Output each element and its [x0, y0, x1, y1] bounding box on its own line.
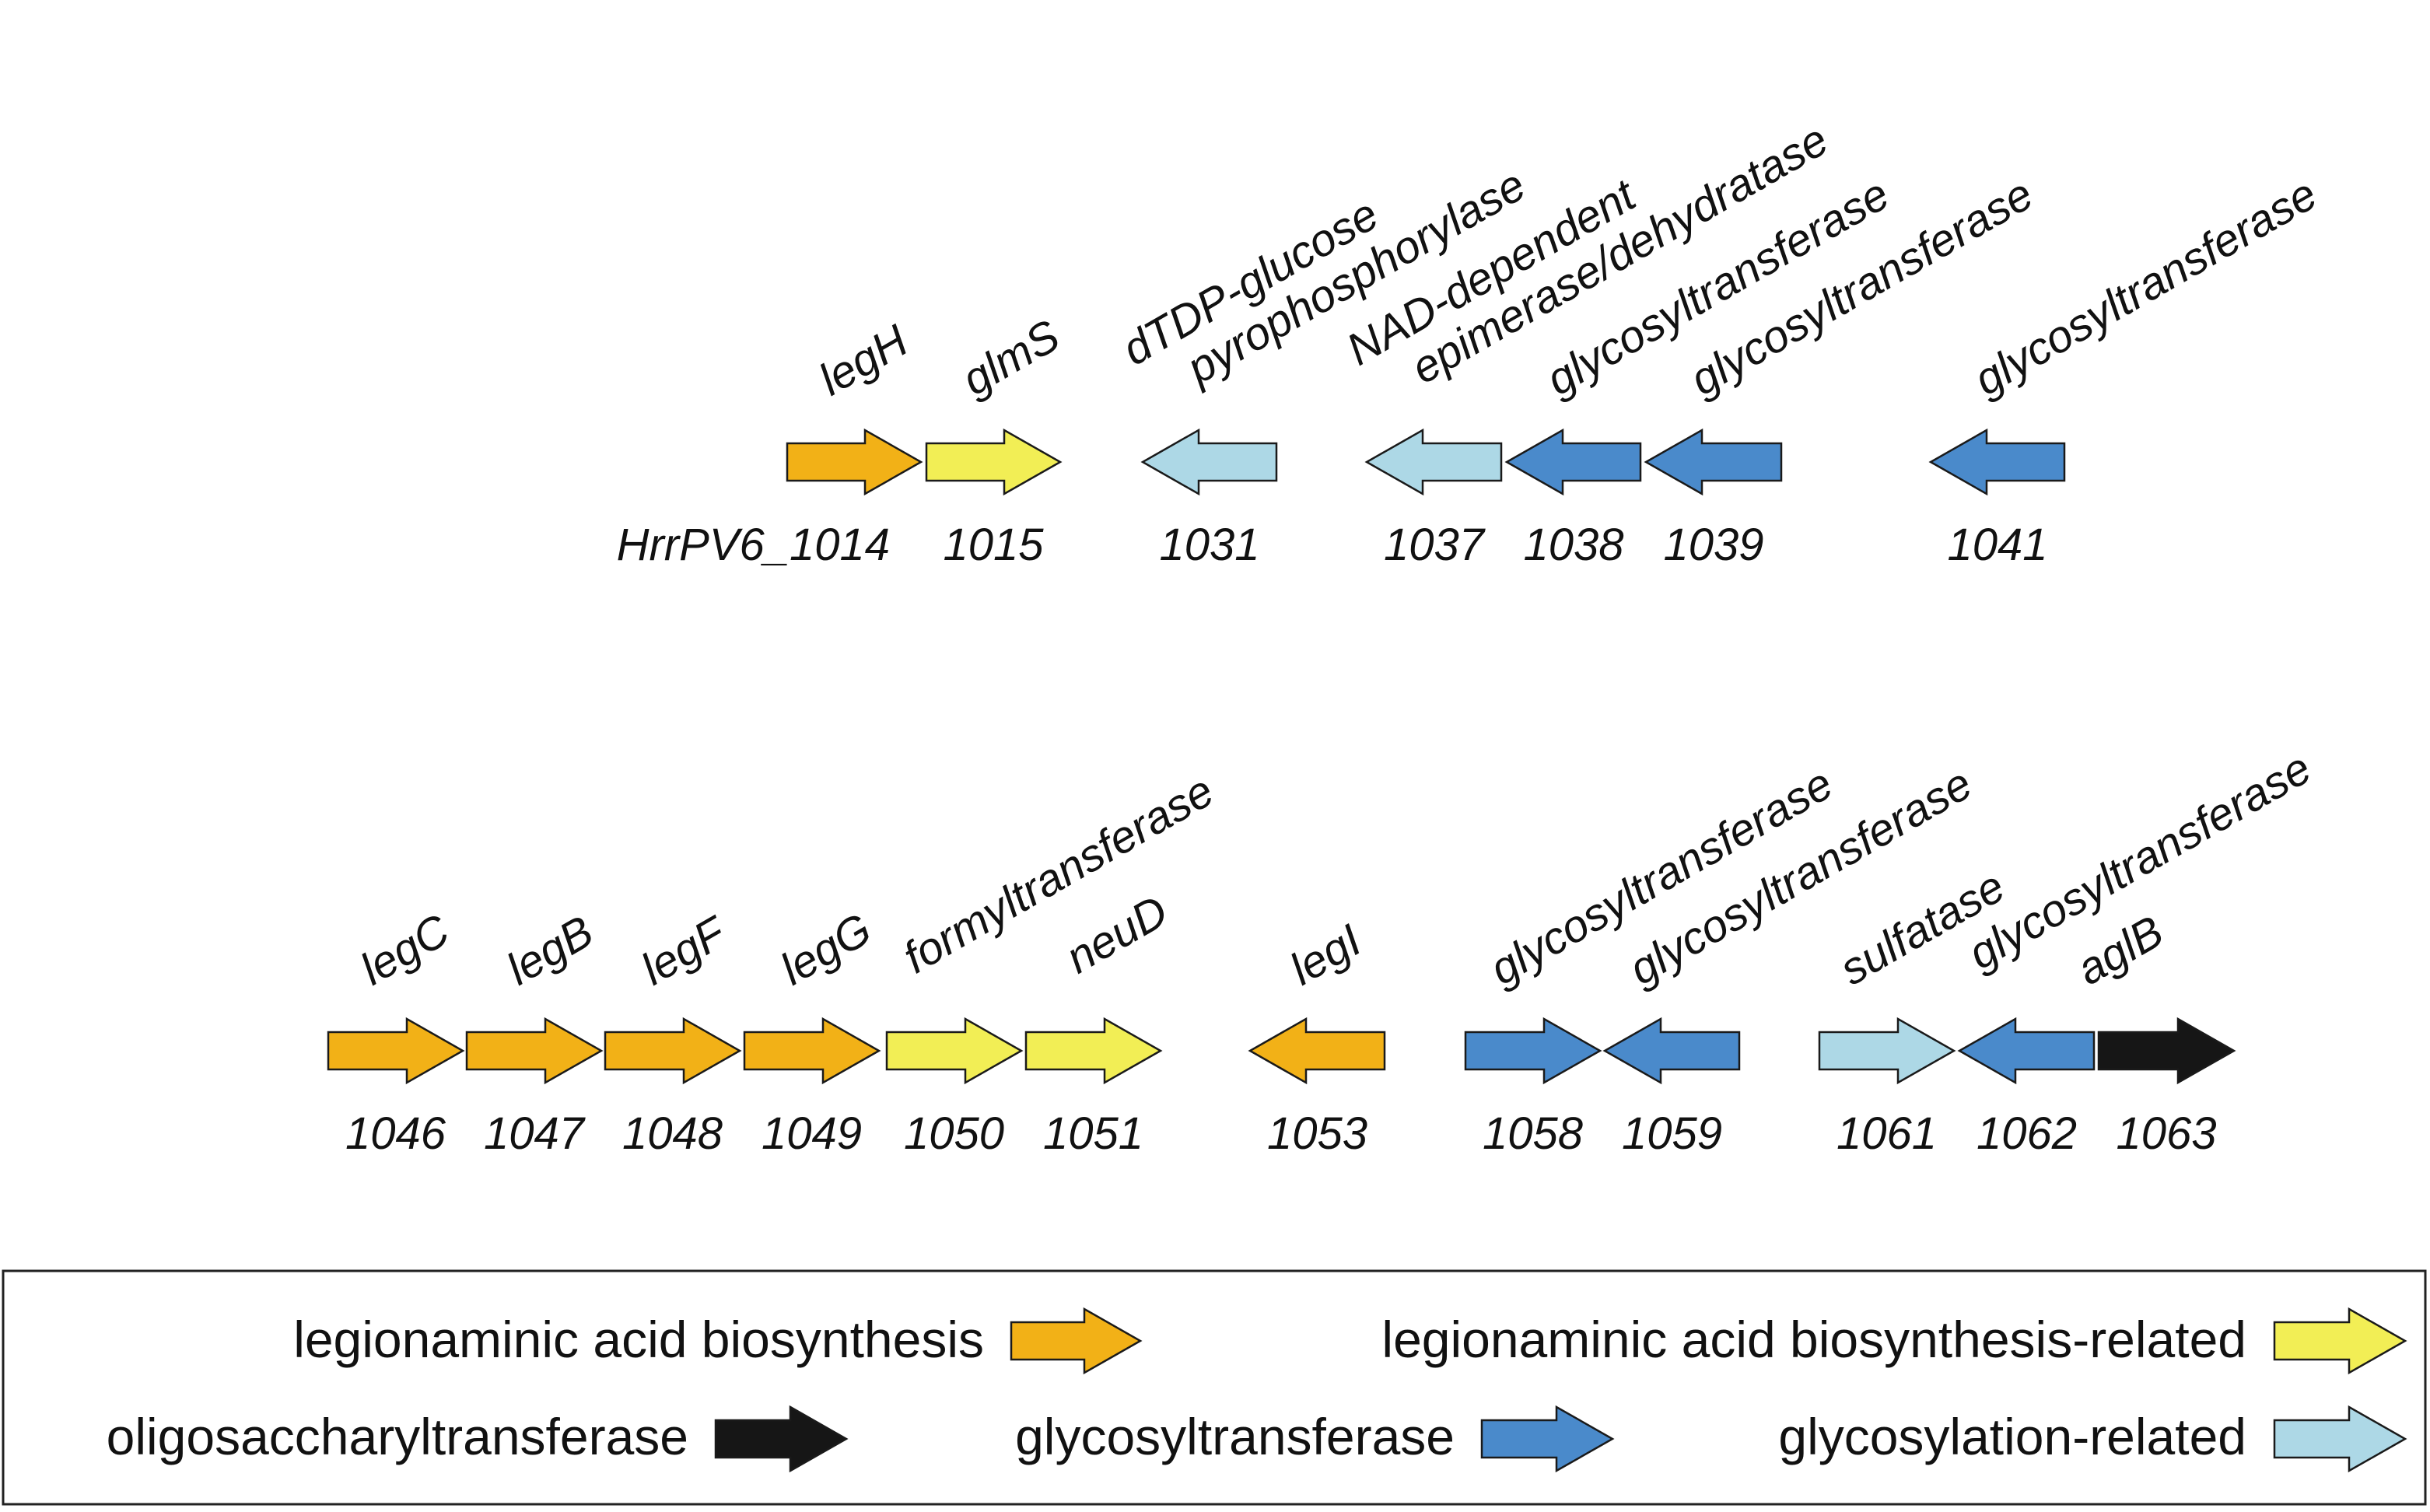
- gene-label-line: legC: [352, 905, 459, 995]
- gene-arrow-1038: [1504, 428, 1642, 496]
- legend-box: legionaminic acid biosynthesis legionamin…: [2, 1269, 2427, 1506]
- gene-label-1046: legC: [352, 905, 459, 995]
- gene-arrow-1039: [1644, 428, 1783, 496]
- gene-number-1046: 1046: [345, 1108, 446, 1159]
- gene-arrow-1041: [1928, 428, 2066, 496]
- legend-frame: [2, 1269, 2427, 1506]
- gene-number-1047: 1047: [484, 1108, 586, 1159]
- gene-number-1062: 1062: [1977, 1108, 2077, 1159]
- gene-number-1038: 1038: [1523, 520, 1623, 570]
- gene-number-1037: 1037: [1384, 520, 1486, 570]
- gene-arrow-1046: [327, 1017, 465, 1085]
- legend-swatch-legionaminic-acid-biosynthesis: [1010, 1307, 1143, 1375]
- gene-arrow-1058: [1464, 1017, 1602, 1085]
- gene-arrow-1031: [1140, 428, 1278, 496]
- gene-number-1061: 1061: [1837, 1108, 1937, 1159]
- gene-number-1041: 1041: [1947, 520, 2047, 570]
- gene-label-line: legI: [1282, 915, 1370, 995]
- gene-label-line: legF: [633, 906, 737, 995]
- gene-number-1053: 1053: [1267, 1108, 1367, 1159]
- gene-label-1015: glmS: [954, 310, 1068, 406]
- gene-label-line: legB: [499, 906, 602, 995]
- legend-label-glycosylation-related: glycosylation-related: [1778, 1408, 2246, 1465]
- gene-label-1048: legF: [633, 906, 737, 995]
- gene-arrow-1053: [1248, 1017, 1386, 1085]
- gene-label-line: formyltransferase: [895, 765, 1223, 983]
- gene-arrow-1062: [1957, 1017, 2096, 1085]
- gene-arrow-1051: [1024, 1017, 1163, 1085]
- gene-number-1051: 1051: [1043, 1108, 1143, 1159]
- gene-arrow-1014: [786, 428, 923, 496]
- gene-arrow-1063: [2097, 1017, 2236, 1085]
- gene-number-1063: 1063: [2116, 1108, 2216, 1159]
- gene-arrow-1048: [604, 1017, 742, 1085]
- legend-label-oligosaccharyltransferase: oligosaccharyltransferase: [107, 1408, 688, 1465]
- gene-label-1049: legG: [772, 904, 881, 996]
- gene-number-1015: 1015: [943, 520, 1044, 570]
- gene-number-1031: 1031: [1159, 520, 1259, 570]
- gene-number-1050: 1050: [904, 1108, 1004, 1159]
- gene-arrow-1059: [1602, 1017, 1741, 1085]
- legend-label-legionaminic-acid-biosynthesis: legionaminic acid biosynthesis: [293, 1311, 984, 1368]
- gene-arrow-1037: [1364, 428, 1503, 496]
- gene-number-1059: 1059: [1622, 1108, 1722, 1159]
- locus-prefix: HrrPV6_: [617, 520, 790, 570]
- gene-label-line: legH: [811, 315, 916, 405]
- gene-number-1048: 1048: [622, 1108, 723, 1159]
- gene-number-value: 1014: [790, 520, 890, 570]
- gene-number-1058: 1058: [1483, 1108, 1583, 1159]
- legend-label-glycosyltransferase: glycosyltransferase: [1015, 1408, 1455, 1465]
- legend-swatch-glycosylation-related: [2273, 1405, 2407, 1473]
- gene-label-1047: legB: [499, 906, 602, 995]
- legend-swatch-oligosaccharyltransferase: [714, 1405, 849, 1473]
- gene-label-1051: neuD: [1058, 886, 1177, 984]
- gene-number-1039: 1039: [1663, 520, 1763, 570]
- gene-arrow-1049: [743, 1017, 881, 1085]
- gene-label-1050: formyltransferase: [895, 765, 1223, 983]
- gene-label-line: legG: [772, 904, 881, 996]
- gene-label-1053: legI: [1282, 915, 1370, 995]
- gene-arrow-1047: [465, 1017, 604, 1085]
- gene-number-1014: HrrPV6_1014: [617, 520, 890, 570]
- gene-label-1014: legH: [811, 315, 916, 405]
- gene-arrow-1015: [925, 428, 1063, 496]
- legend-swatch-legionaminic-acid-biosynthesis-related: [2273, 1307, 2407, 1375]
- legend-swatch-glycosyltransferase: [1480, 1405, 1615, 1473]
- gene-arrow-1061: [1818, 1017, 1956, 1085]
- gene-number-1049: 1049: [762, 1108, 862, 1159]
- gene-label-line: neuD: [1058, 886, 1177, 984]
- gene-arrows: [327, 428, 2236, 1085]
- gene-numbers: HrrPV6_1014 1015 1031 1037 1038 1039 1041 1046 1…: [345, 520, 2217, 1159]
- gene-arrow-1050: [885, 1017, 1024, 1085]
- gene-label-line: glmS: [954, 310, 1068, 406]
- legend-label-legionaminic-acid-biosynthesis-related: legionaminic acid biosynthesis-related: [1381, 1311, 2246, 1368]
